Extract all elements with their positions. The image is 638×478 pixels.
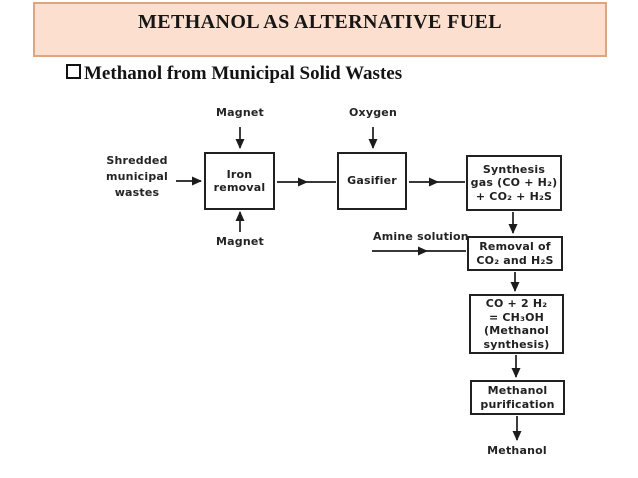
label-shredded-municipal-wastes: Shredded municipal wastes <box>105 154 169 199</box>
label-oxygen: Oxygen <box>349 106 397 119</box>
process-box-gasifier: Gasifier <box>337 152 407 210</box>
bullet-item: Methanol from Municipal Solid Wastes <box>66 63 402 89</box>
title-banner: METHANOL AS ALTERNATIVE FUEL <box>33 2 607 57</box>
page-title: METHANOL AS ALTERNATIVE FUEL <box>137 11 503 33</box>
label-methanol-product: Methanol <box>487 444 547 457</box>
process-box-synthesis-gas: Synthesis gas (CO + H₂) + CO₂ + H₂S <box>466 155 562 211</box>
process-box-iron-removal: Iron removal <box>204 152 275 210</box>
process-box-methanol-synthesis: CO + 2 H₂ = CH₃OH (Methanol synthesis) <box>469 294 564 354</box>
label-amine-solution: Amine solution <box>373 230 469 243</box>
process-box-acid-gas-removal: Removal of CO₂ and H₂S <box>467 236 563 271</box>
label-magnet-bottom: Magnet <box>216 235 264 248</box>
process-box-methanol-purification: Methanol purification <box>470 380 565 415</box>
label-magnet-top: Magnet <box>216 106 264 119</box>
subtitle-text: Methanol from Municipal Solid Wastes <box>84 63 403 84</box>
square-bullet-icon <box>66 64 81 79</box>
